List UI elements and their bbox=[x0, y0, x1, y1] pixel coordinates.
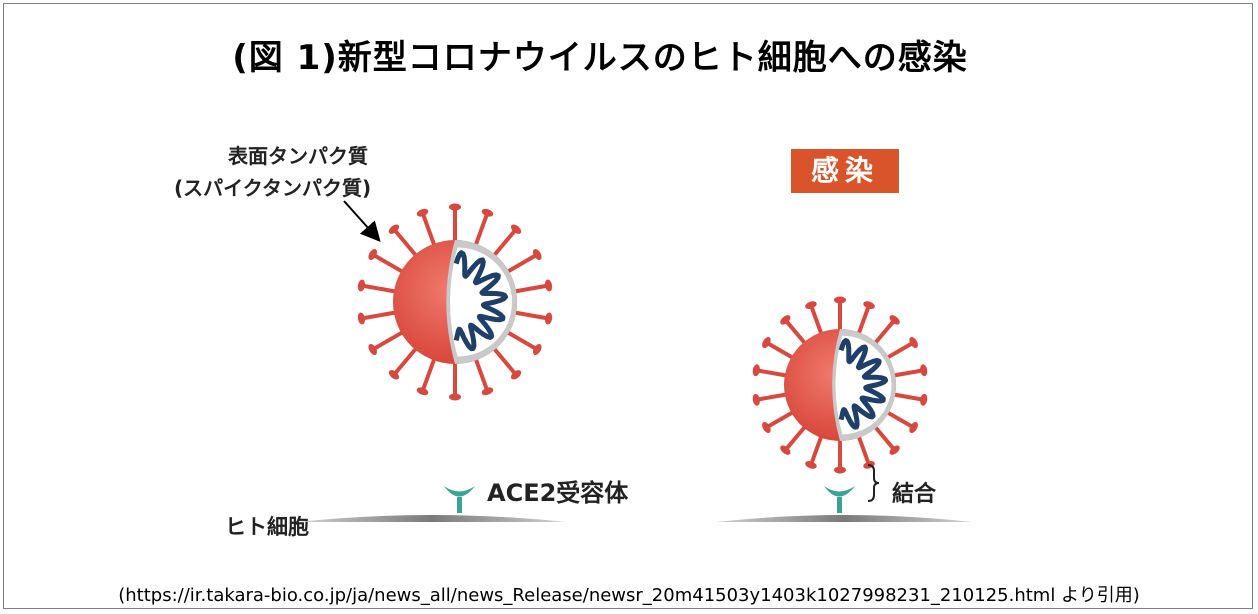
spike-stalk bbox=[490, 229, 517, 259]
human-cell-label: ヒト細胞 bbox=[225, 515, 309, 539]
rna-strand bbox=[838, 338, 889, 430]
spike-head bbox=[388, 370, 400, 380]
spike-stalk bbox=[421, 355, 437, 391]
spike-head bbox=[544, 279, 553, 292]
spike-stalk bbox=[393, 345, 420, 375]
spike-head bbox=[834, 296, 846, 304]
cell-membrane-left bbox=[298, 515, 566, 522]
spike-head bbox=[357, 312, 366, 325]
spike-stalk bbox=[490, 345, 517, 375]
spike-stalk bbox=[473, 355, 489, 391]
spike-head bbox=[863, 301, 875, 310]
spike-stalk bbox=[362, 310, 399, 320]
spike-stalk bbox=[511, 284, 548, 294]
figure-frame bbox=[3, 3, 1253, 609]
spike-stalk bbox=[373, 254, 406, 275]
spike-head bbox=[909, 337, 918, 348]
spike-stalk bbox=[362, 284, 399, 294]
spike-head bbox=[780, 445, 791, 455]
pointer-arrow bbox=[343, 200, 381, 242]
spike-stalk bbox=[757, 392, 790, 402]
spike-stalk bbox=[766, 342, 796, 361]
spike-head bbox=[368, 249, 377, 260]
virus-unbound bbox=[357, 203, 553, 401]
spike-head bbox=[920, 393, 928, 406]
spike-stalk bbox=[373, 329, 406, 350]
binding-label: 結合 bbox=[892, 482, 937, 507]
rna-strand bbox=[453, 250, 508, 352]
ace2-receptor-left bbox=[444, 486, 475, 513]
spike-head bbox=[909, 422, 918, 433]
spike-head bbox=[920, 364, 928, 377]
spike-head bbox=[533, 249, 542, 260]
spike-head bbox=[752, 364, 760, 377]
spike-head bbox=[533, 344, 542, 355]
spike-head bbox=[762, 422, 771, 433]
spike-stalk bbox=[890, 368, 923, 378]
spike-head bbox=[752, 393, 760, 406]
virus-bound bbox=[752, 296, 928, 474]
spike-head bbox=[388, 224, 400, 234]
spike-head bbox=[481, 208, 494, 217]
spike-stalk bbox=[421, 213, 437, 249]
spike-head bbox=[510, 224, 522, 234]
spike-stalk bbox=[511, 310, 548, 320]
spike-head bbox=[368, 344, 377, 355]
spike-head bbox=[481, 387, 494, 396]
spike-stalk bbox=[504, 329, 537, 350]
spike-head bbox=[780, 315, 791, 325]
spike-stalk bbox=[504, 254, 537, 275]
spike-stalk bbox=[785, 320, 808, 347]
spike-head bbox=[805, 460, 817, 469]
spike-protein-label: (スパイクタンパク質) bbox=[174, 176, 372, 200]
spike-head bbox=[762, 337, 771, 348]
surface-protein-label: 表面タンパク質 bbox=[228, 144, 368, 168]
spike-head bbox=[449, 203, 461, 211]
ace2-receptor-right bbox=[824, 486, 855, 513]
spike-head bbox=[834, 466, 846, 474]
spike-head bbox=[416, 208, 429, 217]
binding-brace bbox=[867, 464, 880, 502]
citation: (https://ir.takara-bio.co.jp/ja/news_all… bbox=[118, 585, 1140, 606]
spike-stalk bbox=[785, 423, 808, 450]
spike-stalk bbox=[809, 305, 824, 338]
spike-head bbox=[449, 393, 461, 401]
spike-stalk bbox=[809, 432, 824, 465]
ace2-receptor-label: ACE2受容体 bbox=[487, 479, 629, 507]
spike-stalk bbox=[393, 229, 420, 259]
spike-stalk bbox=[872, 423, 895, 450]
spike-head bbox=[889, 445, 900, 455]
spike-stalk bbox=[757, 368, 790, 378]
spike-head bbox=[416, 387, 429, 396]
spike-head bbox=[544, 312, 553, 325]
spike-head bbox=[889, 315, 900, 325]
spike-head bbox=[357, 279, 366, 292]
spike-stalk bbox=[884, 342, 914, 361]
infection-badge: 感染 bbox=[791, 149, 899, 193]
spike-stalk bbox=[884, 409, 914, 428]
figure-title: (図 1)新型コロナウイルスのヒト細胞への感染 bbox=[232, 38, 968, 78]
spike-stalk bbox=[473, 213, 489, 249]
spike-stalk bbox=[872, 320, 895, 347]
spike-stalk bbox=[766, 409, 796, 428]
spike-stalk bbox=[856, 305, 871, 338]
cell-membrane-right bbox=[716, 515, 972, 522]
spike-stalk bbox=[890, 392, 923, 402]
spike-stalk bbox=[856, 432, 871, 465]
spike-head bbox=[805, 301, 817, 310]
spike-head bbox=[510, 370, 522, 380]
